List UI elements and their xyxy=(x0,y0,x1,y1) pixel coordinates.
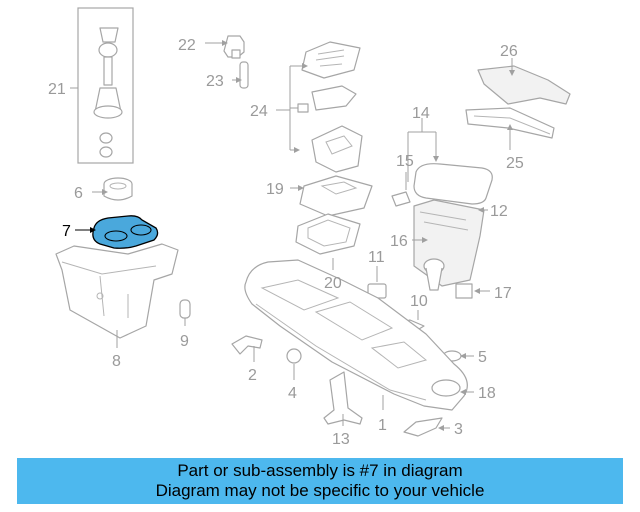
part-11-switch xyxy=(367,266,387,299)
info-banner: Part or sub-assembly is #7 in diagram Di… xyxy=(17,458,623,504)
part-6-cup-holder xyxy=(92,177,133,201)
part-1-center-console xyxy=(244,259,474,411)
callout-2: 2 xyxy=(248,367,257,384)
callout-7: 7 xyxy=(62,223,71,240)
part-2-bracket xyxy=(231,335,263,362)
banner-line-1: Part or sub-assembly is #7 in diagram xyxy=(177,461,463,480)
callout-10: 10 xyxy=(410,293,428,310)
part-16-cupholder xyxy=(412,237,445,291)
callout-15: 15 xyxy=(396,153,414,170)
part-21-shift-boot-assembly xyxy=(70,7,134,164)
part-7-highlighted-mat xyxy=(75,215,159,249)
part-26-armrest-cover xyxy=(477,58,571,105)
part-14-armrest-lid xyxy=(407,118,493,205)
callout-25: 25 xyxy=(506,155,524,172)
part-15-latch xyxy=(391,172,411,207)
part-3-trim xyxy=(403,417,450,437)
callout-3: 3 xyxy=(454,421,463,438)
part-17-clip xyxy=(455,283,490,299)
callout-22: 22 xyxy=(178,37,196,54)
part-4-knob xyxy=(286,348,302,380)
part-8-lower-panel xyxy=(55,243,179,348)
callout-1: 1 xyxy=(378,417,387,434)
parts-diagram: 1 2 3 4 5 6 7 8 9 10 11 12 13 14 15 16 1… xyxy=(48,7,571,448)
callout-12: 12 xyxy=(490,203,508,220)
callout-8: 8 xyxy=(112,353,121,370)
callout-6: 6 xyxy=(74,185,83,202)
callout-17: 17 xyxy=(494,285,512,302)
banner-line-2: Diagram may not be specific to your vehi… xyxy=(155,481,485,500)
callout-18: 18 xyxy=(478,385,496,402)
callout-21: 21 xyxy=(48,81,66,98)
callout-13: 13 xyxy=(332,431,350,448)
callout-20: 20 xyxy=(324,275,342,292)
part-19-shift-plate xyxy=(290,175,373,217)
part-12-armrest-base xyxy=(413,199,488,287)
part-13-bracket xyxy=(323,371,363,426)
part-23-pin xyxy=(232,61,249,89)
part-9-bulb xyxy=(179,299,191,326)
part-22-plug xyxy=(205,35,245,59)
callout-16: 16 xyxy=(390,233,408,250)
callout-4: 4 xyxy=(288,385,297,402)
callout-24: 24 xyxy=(250,103,268,120)
callout-5: 5 xyxy=(478,349,487,366)
callout-14: 14 xyxy=(412,105,430,122)
part-24-shifter-bezels xyxy=(276,41,363,173)
callout-19: 19 xyxy=(266,181,284,198)
part-25-console-rail xyxy=(465,107,555,150)
callout-23: 23 xyxy=(206,73,224,90)
callout-11: 11 xyxy=(368,249,385,266)
callout-9: 9 xyxy=(180,333,189,350)
callout-26: 26 xyxy=(500,43,518,60)
part-20-bezel-frame xyxy=(295,213,361,270)
